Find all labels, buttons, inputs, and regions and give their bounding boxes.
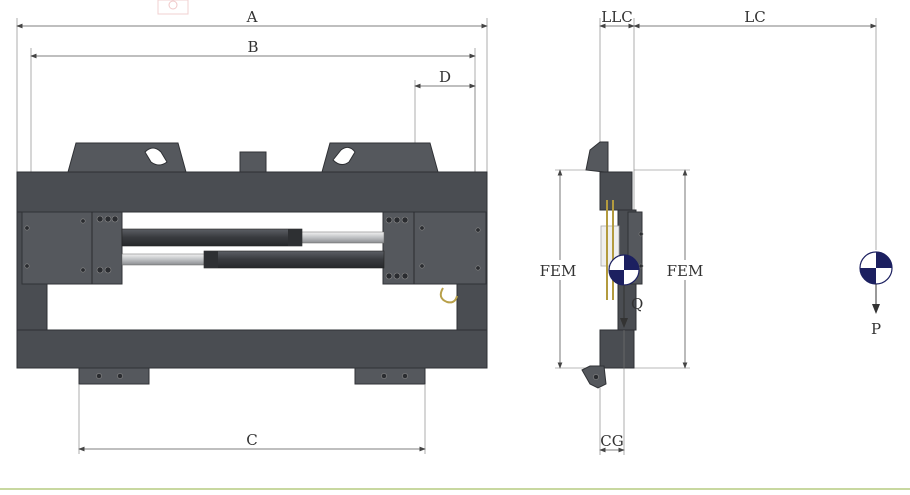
bottom-bar [16, 329, 488, 369]
hose-loop [439, 287, 458, 304]
left-block-bolts [24, 215, 119, 274]
center-block [239, 151, 267, 173]
dimension-fem-left: FEM [538, 169, 600, 369]
label-c: C [246, 431, 257, 449]
watermark [157, 0, 189, 15]
front-view: A B D [16, 8, 488, 454]
dimension-a: A [16, 8, 488, 172]
dimension-c: C [78, 384, 426, 454]
side-top-bar [599, 171, 633, 211]
lower-cylinder [203, 250, 385, 269]
dimension-fem-right: FEM [634, 169, 706, 369]
cog-q-symbol: Q [608, 254, 643, 328]
dimension-llc: LLC [599, 8, 635, 210]
side-bottom-bar [599, 329, 635, 369]
label-p: P [871, 320, 881, 338]
lower-rod [121, 253, 207, 266]
left-fork-carrier [78, 367, 150, 385]
dimension-cg: CG [599, 330, 625, 455]
right-cylinder-block [382, 211, 487, 285]
label-fem-left: FEM [540, 262, 577, 280]
side-view: LLC LC FEM FEM [538, 8, 893, 455]
label-b: B [247, 38, 258, 56]
right-fork-carrier [354, 367, 426, 385]
upper-cylinder [121, 228, 303, 247]
label-llc: LLC [601, 8, 632, 26]
load-p-symbol: P [859, 251, 893, 338]
label-d: D [439, 68, 451, 86]
upper-rod [299, 231, 385, 244]
label-lc: LC [744, 8, 765, 26]
dimension-lc: LC [633, 8, 877, 250]
top-bar [16, 171, 488, 213]
left-hook-plate [67, 142, 187, 173]
left-cylinder-block [21, 211, 123, 285]
right-block-bolts [385, 216, 481, 280]
label-cg: CG [600, 432, 623, 450]
label-a: A [246, 8, 258, 26]
label-q: Q [631, 295, 643, 313]
label-fem-right: FEM [667, 262, 704, 280]
